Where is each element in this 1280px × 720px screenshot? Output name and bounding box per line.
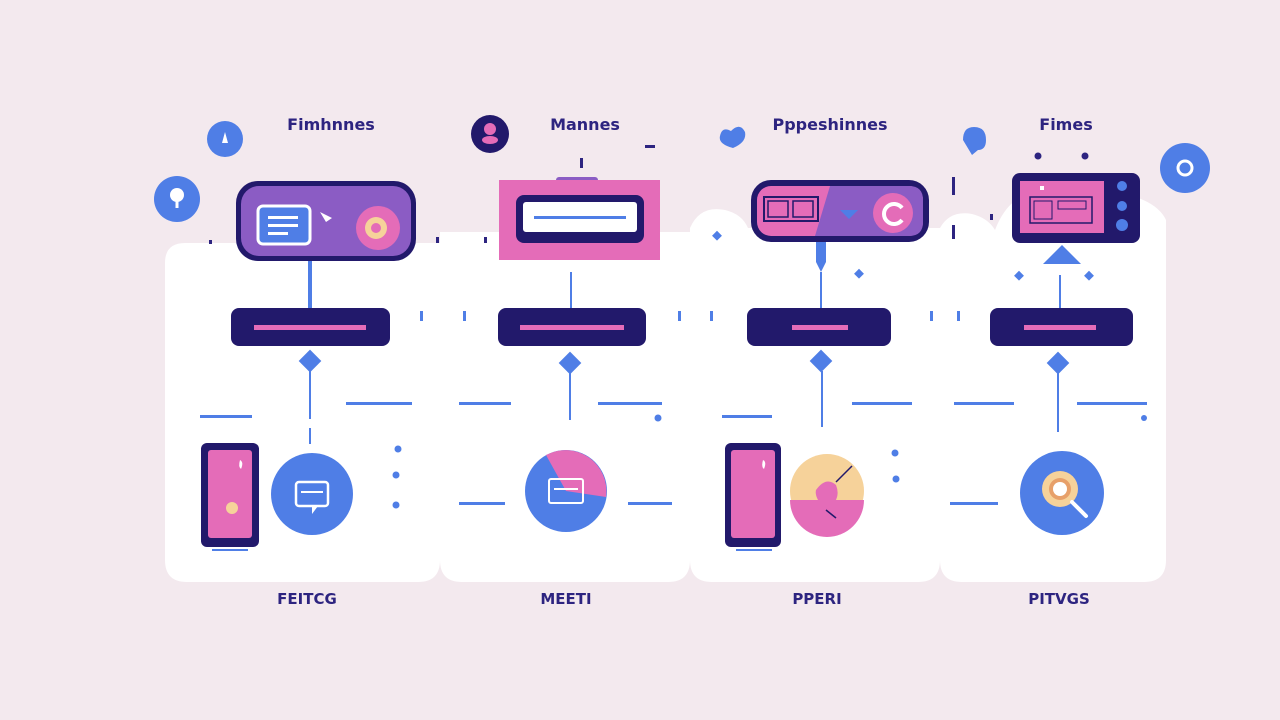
accent-marks — [209, 145, 1147, 509]
connector — [570, 272, 572, 308]
panel-4 — [940, 187, 1166, 582]
column-3 — [722, 180, 929, 551]
heart-icon — [719, 126, 746, 148]
connector — [821, 371, 823, 427]
connector — [569, 372, 571, 420]
connector — [1059, 275, 1061, 309]
column-1 — [200, 181, 416, 551]
decision-diamond — [1046, 351, 1070, 375]
connector — [308, 261, 312, 309]
column-2-title: Mannes — [550, 115, 620, 134]
connector — [816, 242, 826, 272]
location-pin-glyph — [175, 198, 179, 208]
refresh-icon — [873, 193, 913, 233]
floating-icons — [154, 115, 1210, 222]
process-bar-line — [254, 325, 366, 330]
chat-bubble-icon — [271, 453, 353, 535]
location-pin-glyph — [170, 188, 184, 202]
column-1-title: Fimhnnes — [287, 115, 375, 134]
decision-diamond — [809, 349, 833, 373]
connector — [820, 272, 822, 308]
process-bar-line — [792, 325, 848, 330]
target-icon — [1160, 143, 1210, 193]
column-4-caption: PITVGS — [1028, 590, 1090, 608]
column-3-title: Pppeshinnes — [772, 115, 888, 134]
location-pin-glyph — [222, 132, 228, 143]
monitor-stand — [1043, 245, 1081, 264]
arrow-icon — [320, 212, 332, 222]
column-2 — [459, 177, 672, 532]
connector — [309, 428, 311, 444]
connector — [1057, 372, 1059, 432]
target-glyph — [1176, 159, 1194, 177]
column-4 — [950, 173, 1147, 535]
column-3-caption: PPERI — [792, 590, 842, 608]
decision-diamond — [558, 351, 582, 375]
user-avatar-glyph — [482, 136, 498, 144]
user-avatar-glyph — [484, 123, 496, 135]
connector — [309, 369, 311, 419]
decision-diamond — [298, 349, 322, 373]
play-icon — [840, 210, 858, 219]
column-2-caption: MEETI — [540, 590, 592, 608]
process-bar-line — [1024, 325, 1096, 330]
process-bar-line — [520, 325, 624, 330]
speech-bubble-icon — [963, 127, 986, 155]
column-4-title: Fimes — [1039, 115, 1093, 134]
column-1-caption: FEITCG — [277, 590, 337, 608]
